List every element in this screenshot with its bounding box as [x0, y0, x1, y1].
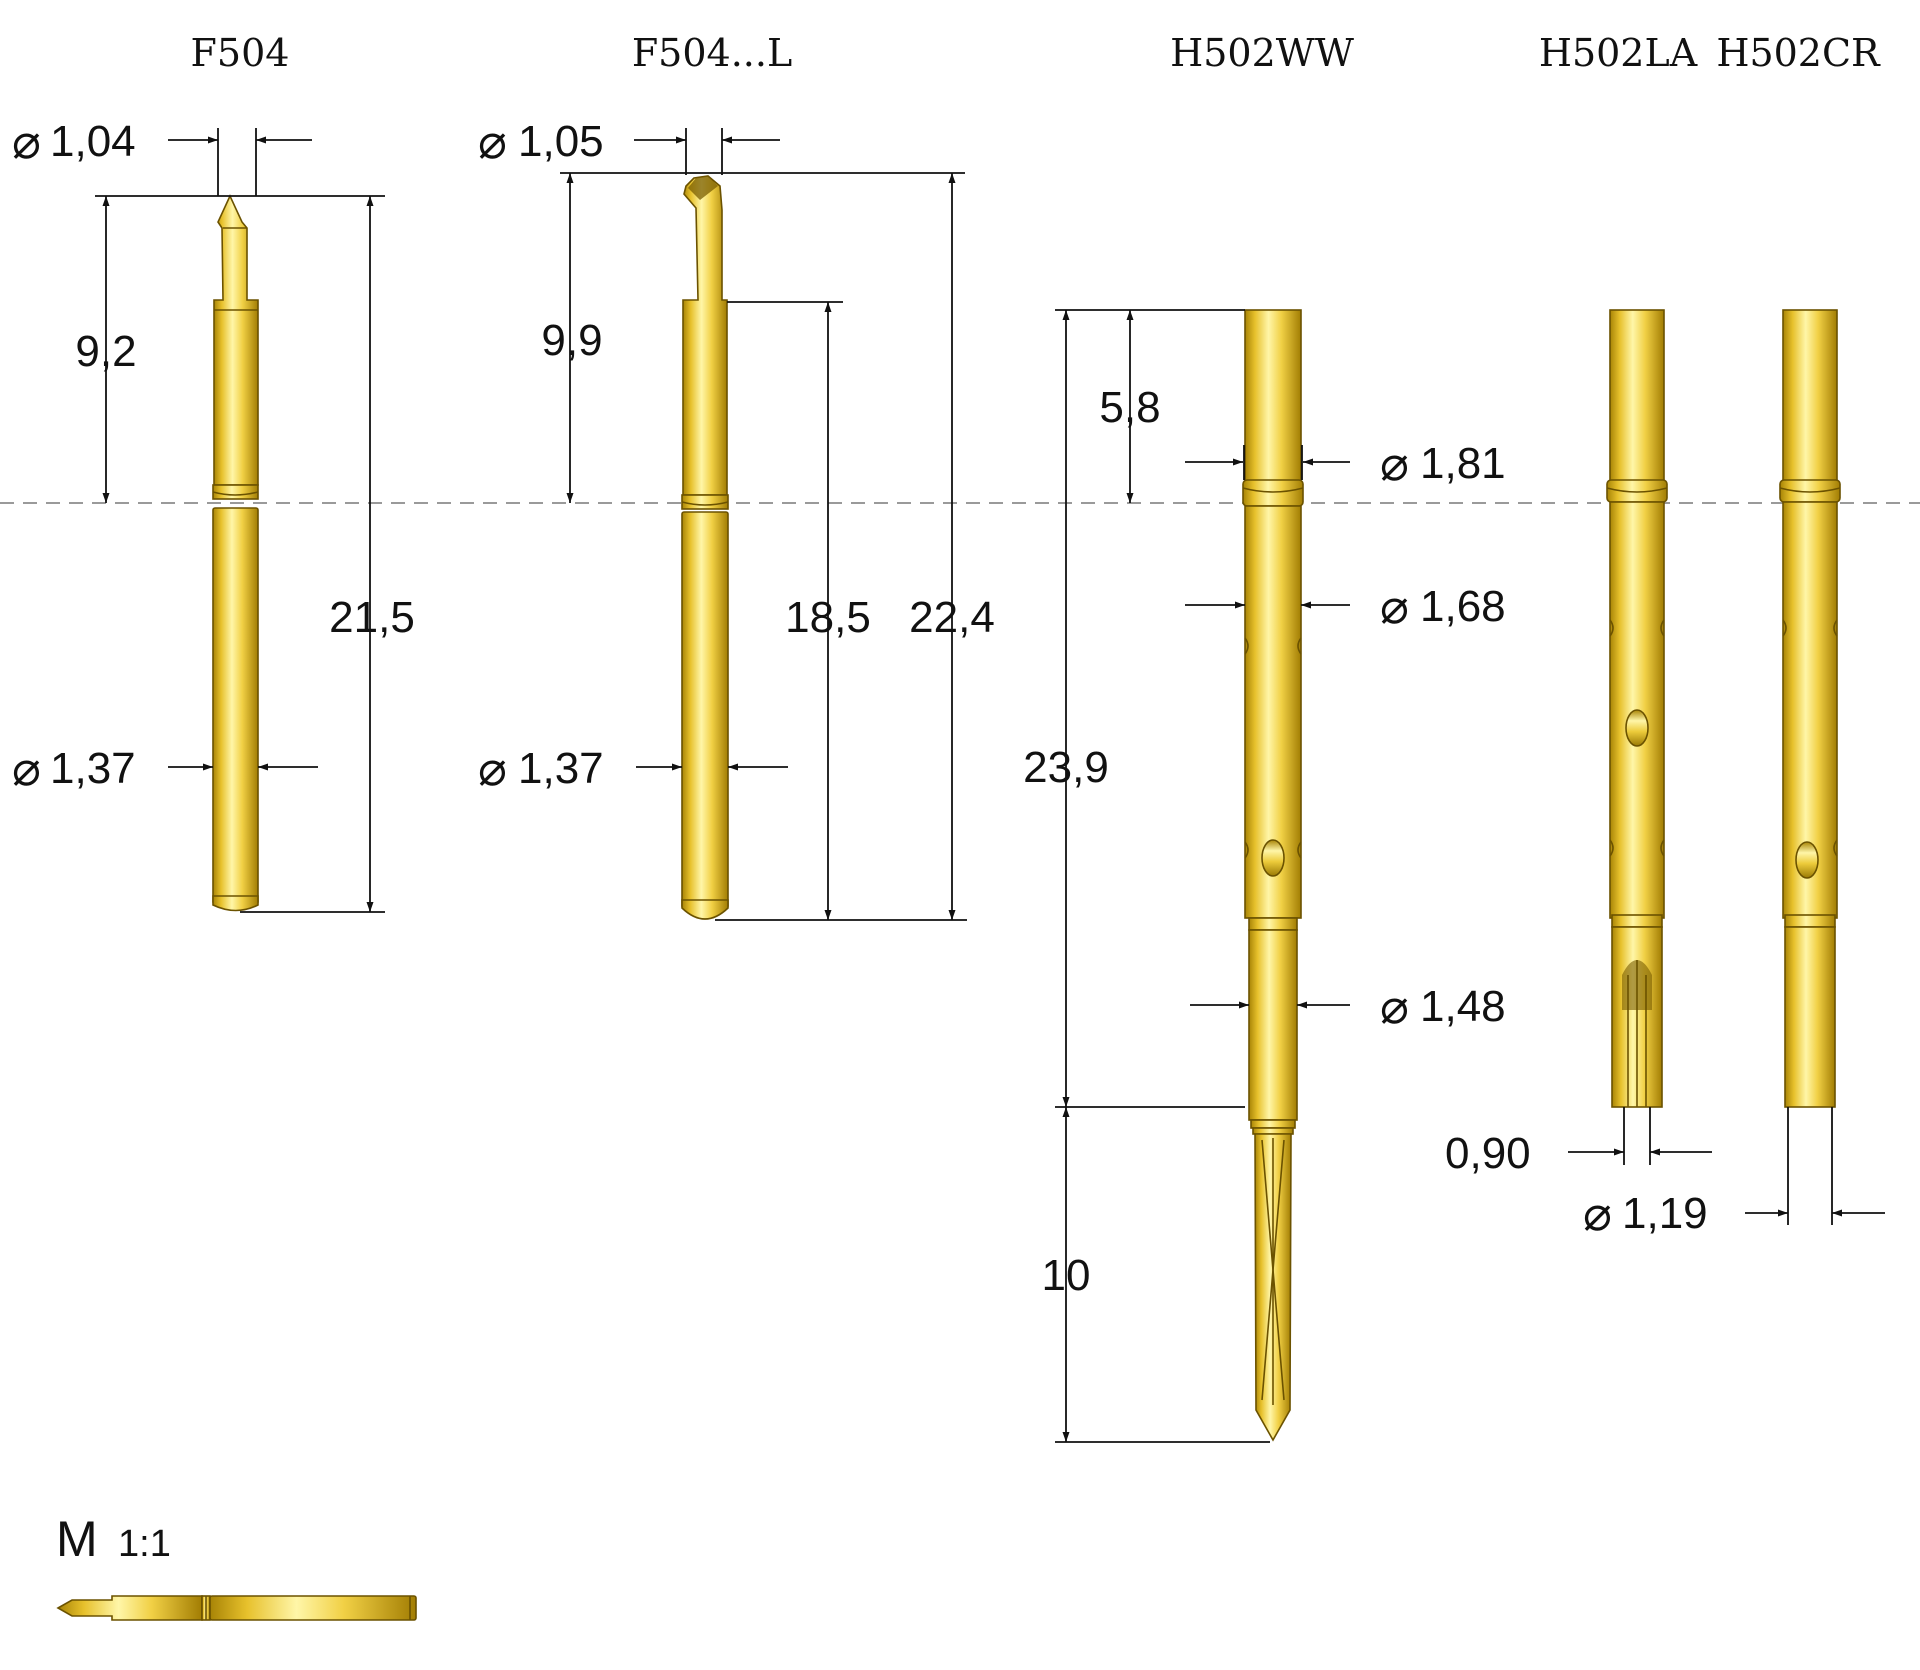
h502ww-collar-length: 5,8 [1099, 383, 1160, 432]
diameter-icon: ⌀ [1380, 979, 1409, 1035]
h502cr-dimensions [1745, 1107, 1885, 1225]
f504-tip-diameter: 1,04 [50, 117, 136, 166]
f504-total-length: 21,5 [329, 593, 415, 642]
scale-probe-1to1 [56, 1595, 417, 1621]
f504-dimensions [95, 128, 385, 913]
f504l-total-length: 22,4 [909, 593, 995, 642]
h502cr-tail-diameter: 1,19 [1622, 1189, 1708, 1238]
title-h502cr: H502CR [1716, 31, 1881, 75]
h502la-dimensions [1568, 1107, 1712, 1165]
h502ww-dimensions [1055, 309, 1350, 1443]
title-h502ww: H502WW [1170, 31, 1354, 75]
f504l-tip-length: 9,9 [541, 316, 602, 365]
diameter-icon: ⌀ [12, 741, 41, 797]
scale-indicator: M 1:1 [56, 1511, 171, 1567]
h502ww-receptacle [1242, 309, 1304, 1442]
f504l-probe [681, 175, 729, 920]
f504l-tip-diameter: 1,05 [518, 117, 604, 166]
f504l-dimensions [560, 128, 967, 921]
title-h502la: H502LA [1539, 31, 1698, 75]
title-f504: F504 [191, 31, 290, 75]
scale-prefix: M [56, 1511, 98, 1567]
h502ww-lower-diameter: 1,48 [1420, 982, 1506, 1031]
f504l-body-diameter: 1,37 [518, 744, 604, 793]
diameter-icon: ⌀ [1583, 1186, 1612, 1242]
h502la-receptacle [1606, 309, 1668, 1108]
diameter-icon: ⌀ [12, 114, 41, 170]
title-f504l: F504...L [632, 31, 792, 75]
diameter-icon: ⌀ [1380, 579, 1409, 635]
h502ww-total-length: 23,9 [1023, 743, 1109, 792]
f504-body-diameter: 1,37 [50, 744, 136, 793]
f504-probe [212, 194, 259, 912]
h502ww-collar-diameter: 1,81 [1420, 439, 1506, 488]
h502ww-body-diameter: 1,68 [1420, 582, 1506, 631]
h502cr-receptacle [1779, 309, 1841, 1108]
diameter-icon: ⌀ [478, 114, 507, 170]
f504-tip-length: 9,2 [75, 327, 136, 376]
diameter-icon: ⌀ [1380, 436, 1409, 492]
h502la-slot-width: 0,90 [1445, 1129, 1531, 1178]
scale-ratio: 1:1 [118, 1523, 171, 1565]
f504l-plunger-length: 18,5 [785, 593, 871, 642]
h502ww-tail-length: 10 [1042, 1251, 1091, 1300]
diameter-icon: ⌀ [478, 741, 507, 797]
